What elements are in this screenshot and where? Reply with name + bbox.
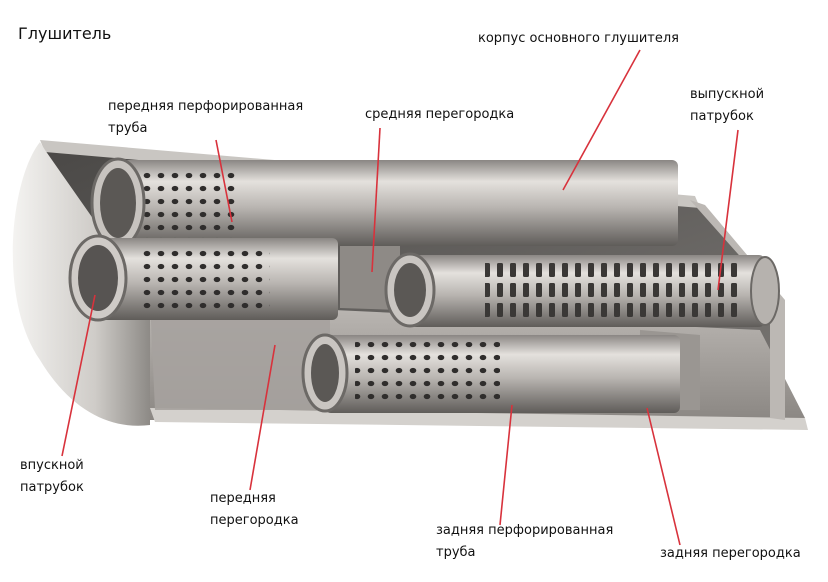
label-inlet-line1: впускной <box>20 458 84 473</box>
leader-body <box>562 49 641 191</box>
leader-middle-partition <box>371 127 381 273</box>
rear-perforated-tube <box>301 333 680 413</box>
label-front-perf-tube-line2: труба <box>108 121 148 136</box>
leader-inlet <box>61 294 96 457</box>
label-body: корпус основного глушителя <box>478 31 679 46</box>
label-outlet-line2: патрубок <box>690 109 754 124</box>
label-front-partition-line1: передняя <box>210 491 276 506</box>
shell-bottom-lip <box>150 408 808 430</box>
label-inlet-line2: патрубок <box>20 480 84 495</box>
rear-end-cap <box>690 200 785 420</box>
label-outlet-line1: выпускной <box>690 87 765 102</box>
front-perforated-tube-lower <box>68 234 338 322</box>
label-rear-perf-tube-line1: задняя перфорированная <box>436 523 614 538</box>
leader-outlet <box>717 129 739 291</box>
outlet-pipe <box>384 252 780 328</box>
leader-lines <box>61 49 739 546</box>
label-rear-perf-tube-line2: труба <box>436 545 476 560</box>
leader-front-partition <box>249 344 276 491</box>
leader-front-perf-tube <box>215 139 233 223</box>
label-rear-partition: задняя перегородка <box>660 546 801 561</box>
label-middle-partition: средняя перегородка <box>365 107 515 122</box>
leader-rear-perf-tube <box>499 404 513 526</box>
front-partition <box>150 300 330 410</box>
front-perforated-tube-upper <box>90 157 678 249</box>
leader-rear-partition <box>646 407 681 546</box>
label-front-partition-line2: перегородка <box>210 513 299 528</box>
diagram-title: Глушитель <box>18 24 112 43</box>
label-front-perf-tube-line1: передняя перфорированная <box>108 99 304 114</box>
